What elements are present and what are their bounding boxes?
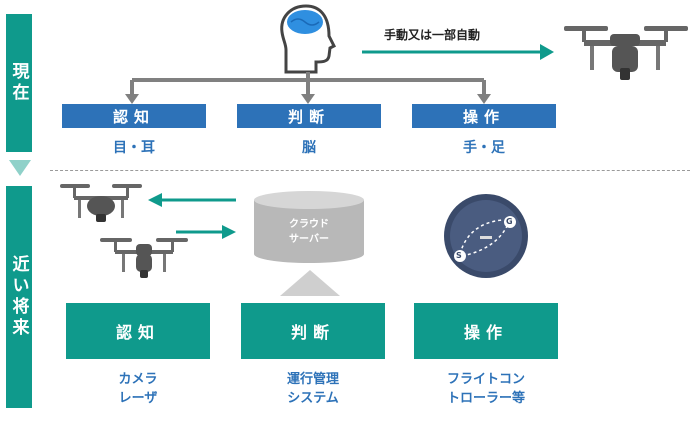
future-operation-sub: フライトコン トローラー等 [414, 370, 558, 408]
future-judgment-box: 判断 [241, 303, 385, 359]
current-recognition-sub: 目・耳 [113, 140, 155, 156]
manual-control-label: 手動又は一部自動 [384, 28, 481, 42]
branch-lines [125, 72, 491, 104]
drone-icon [100, 238, 188, 278]
future-judgment-sub-2: システム [287, 391, 339, 406]
current-judgment-box: 判断 [237, 104, 381, 128]
future-recognition-sub: カメラ レーザ [66, 370, 210, 408]
future-judgment-sub-1: 運行管理 [286, 372, 339, 387]
section-current-label: 現在 [6, 14, 32, 152]
section-divider [50, 170, 690, 171]
current-judgment-sub: 脳 [302, 140, 316, 156]
cloud-server-icon [254, 191, 364, 263]
current-operation-sub: 手・足 [463, 140, 505, 156]
route-goal-label: G [506, 217, 513, 226]
right-arrow-icon [176, 225, 236, 239]
section-future-label: 近い将来 [6, 186, 32, 408]
cloud-label-2: サーバー [289, 234, 329, 245]
down-triangle-icon [9, 160, 31, 176]
head-brain-icon [280, 4, 337, 74]
left-arrow-icon [148, 193, 236, 207]
drone-icon [60, 184, 142, 222]
future-operation-sub-2: トローラー等 [446, 391, 525, 406]
current-recognition-box: 認知 [62, 104, 206, 128]
future-recognition-sub-2: レーザ [118, 391, 158, 406]
future-operation-sub-1: フライトコン [446, 372, 525, 387]
drone-icon [564, 26, 688, 80]
control-arrow-icon [362, 44, 554, 60]
future-judgment-sub: 運行管理 システム [241, 370, 385, 408]
current-operation-box: 操作 [412, 104, 556, 128]
up-triangle-icon [280, 270, 340, 296]
route-map-icon [444, 194, 528, 278]
cloud-label-1: クラウド [289, 219, 329, 230]
future-recognition-sub-1: カメラ [118, 372, 158, 387]
future-operation-box: 操作 [414, 303, 558, 359]
future-recognition-box: 認知 [66, 303, 210, 359]
route-start-label: S [456, 251, 462, 260]
